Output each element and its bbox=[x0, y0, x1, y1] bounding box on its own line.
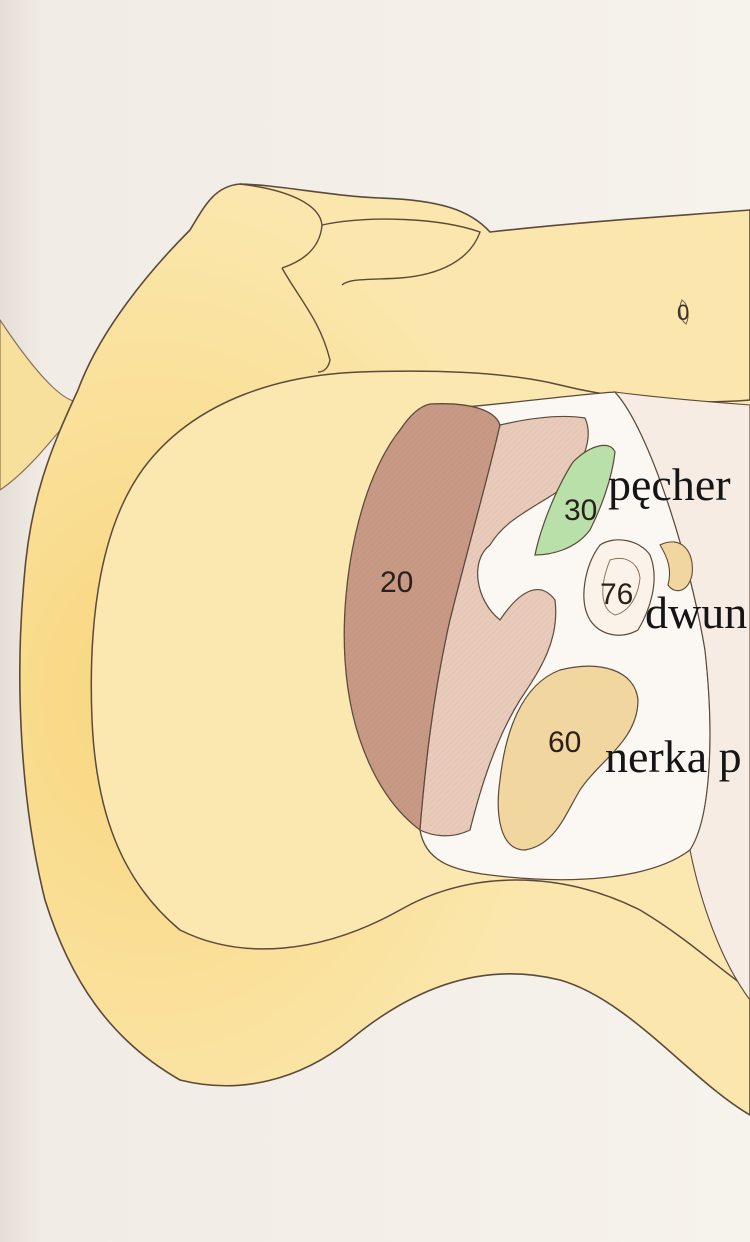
duodenum-label: dwun bbox=[645, 587, 747, 638]
kidney-label: nerka p bbox=[605, 731, 742, 782]
gallbladder-label: pęcher bbox=[608, 459, 731, 510]
gallbladder-value: 30 bbox=[564, 494, 597, 527]
kidney-value: 60 bbox=[548, 726, 581, 759]
duodenum-value: 76 bbox=[600, 578, 633, 611]
top-marker-value: 0 bbox=[677, 300, 689, 325]
liver-value: 20 bbox=[380, 566, 413, 599]
